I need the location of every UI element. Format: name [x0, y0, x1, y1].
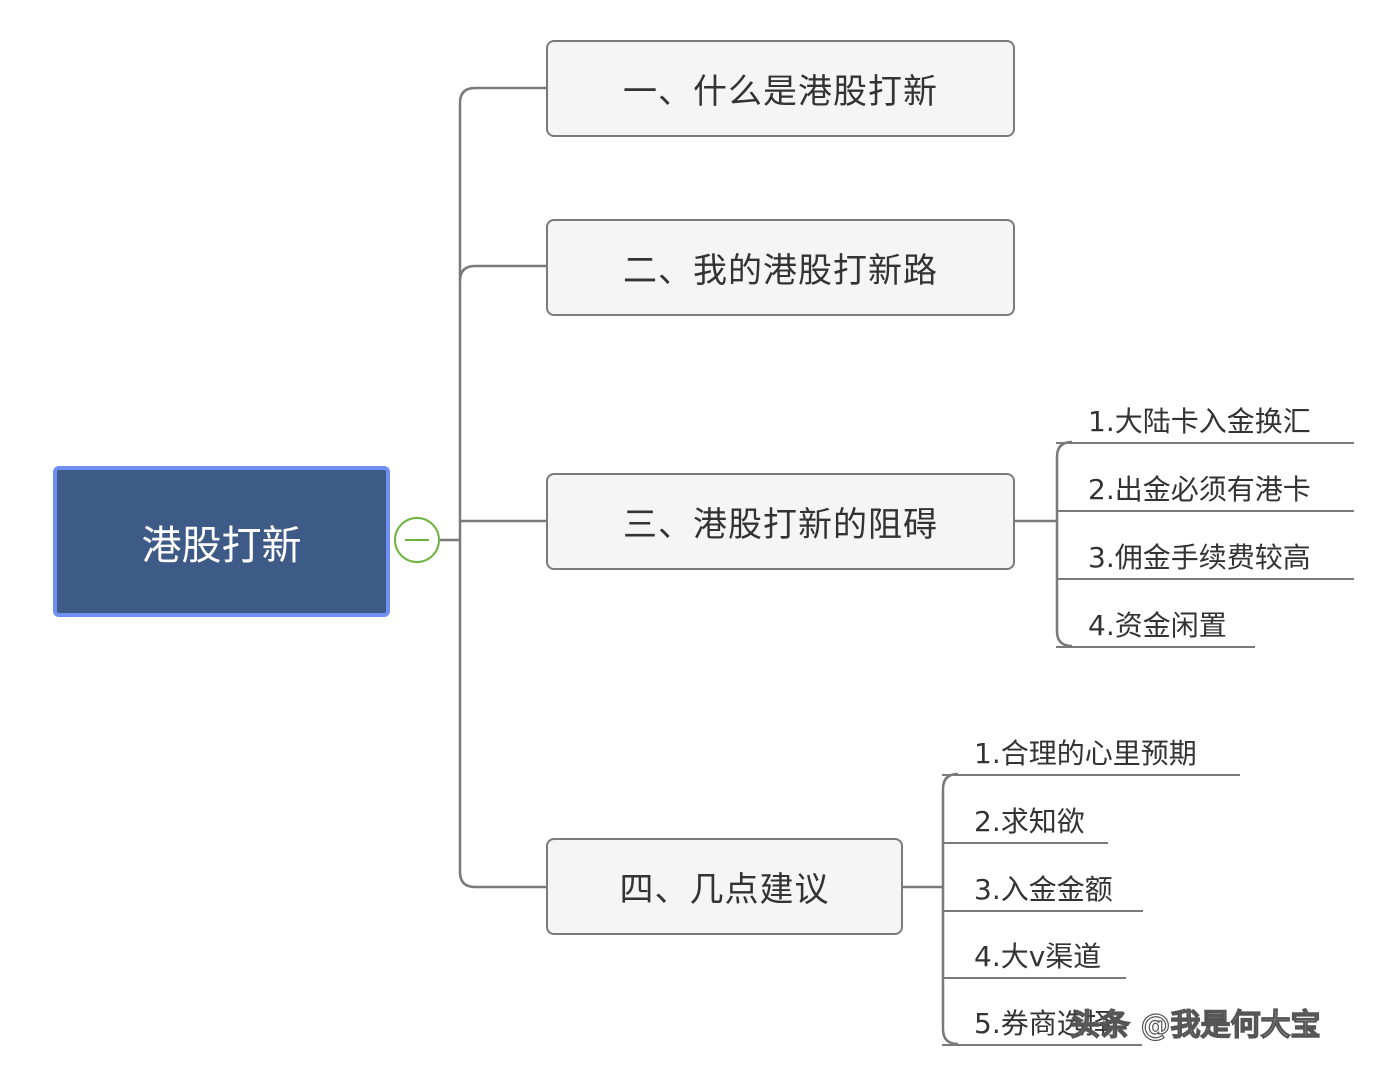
connector-topic-2 [458, 264, 546, 282]
subtopic-node[interactable]: 3.佣金手续费较高 [1056, 538, 1354, 580]
subtopic-node[interactable]: 1.合理的心里预期 [942, 734, 1240, 776]
minus-circle-icon [405, 539, 429, 541]
subtopic-node[interactable]: 4.资金闲置 [1056, 606, 1255, 648]
subtopic-node[interactable]: 4.大v渠道 [942, 937, 1126, 979]
connector-spine [458, 86, 546, 889]
root-label: 港股打新 [141, 522, 302, 569]
subtopic-node[interactable]: 2.求知欲 [942, 802, 1108, 844]
subtopic-node[interactable]: 5.券商选择 [942, 1004, 1142, 1046]
topic-label: 三、港股打新的阻碍 [623, 505, 938, 545]
root-node[interactable]: 港股打新 [53, 466, 390, 617]
subtopic-node[interactable]: 3.入金金额 [942, 870, 1143, 912]
topic-node-2[interactable]: 二、我的港股打新路 [546, 219, 1015, 316]
topic-node-1[interactable]: 一、什么是港股打新 [546, 40, 1015, 137]
topic-label: 二、我的港股打新路 [623, 251, 938, 291]
topic-node-4[interactable]: 四、几点建议 [546, 838, 903, 935]
topic-label: 一、什么是港股打新 [623, 72, 938, 112]
topic-node-3[interactable]: 三、港股打新的阻碍 [546, 473, 1015, 570]
watermark: 头条 @我是何大宝 [1069, 1007, 1321, 1043]
topic-label: 四、几点建议 [619, 870, 830, 910]
collapse-button[interactable] [394, 517, 440, 563]
subtopic-node[interactable]: 2.出金必须有港卡 [1056, 470, 1354, 512]
subtopic-node[interactable]: 1.大陆卡入金换汇 [1056, 402, 1354, 444]
